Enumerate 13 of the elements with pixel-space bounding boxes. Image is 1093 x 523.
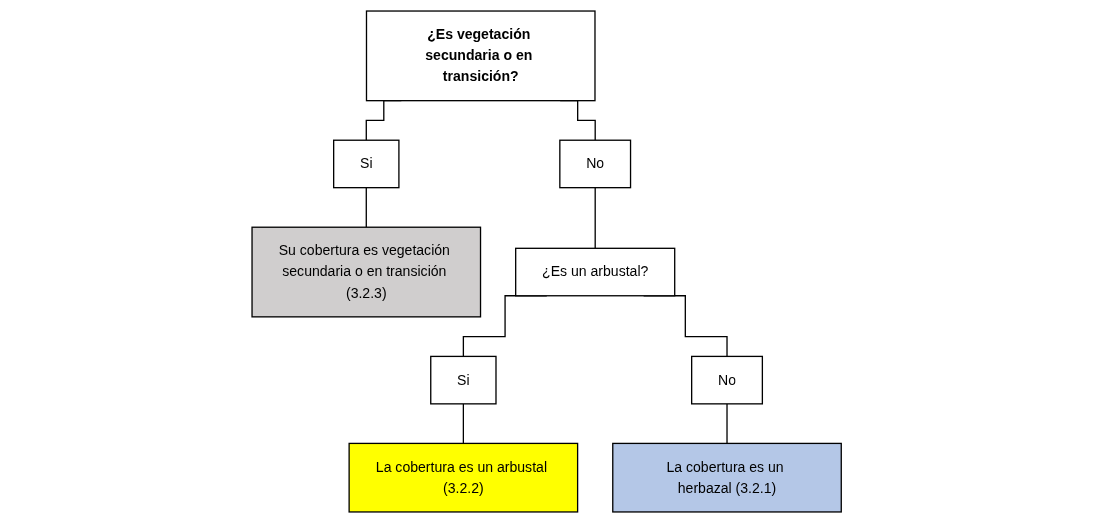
node-box: La cobertura es un arbustal (3.2.2) [348, 442, 579, 513]
connector [594, 187, 596, 249]
node-box: No [559, 139, 632, 189]
node-box: La cobertura es un herbazal (3.2.1) [611, 442, 842, 513]
connector [462, 403, 464, 445]
node-box: Su cobertura es vegetación secundaria o en transición (3.2.3) [251, 226, 482, 318]
connector [365, 187, 367, 228]
node-box: ¿Es un arbustal? [514, 247, 676, 297]
node-box: No [690, 355, 763, 405]
node-box: Si [429, 355, 497, 405]
connector [726, 403, 728, 445]
node-box: Si [332, 139, 400, 189]
node-box: ¿Es vegetación secundaria o en transición? [365, 10, 596, 102]
